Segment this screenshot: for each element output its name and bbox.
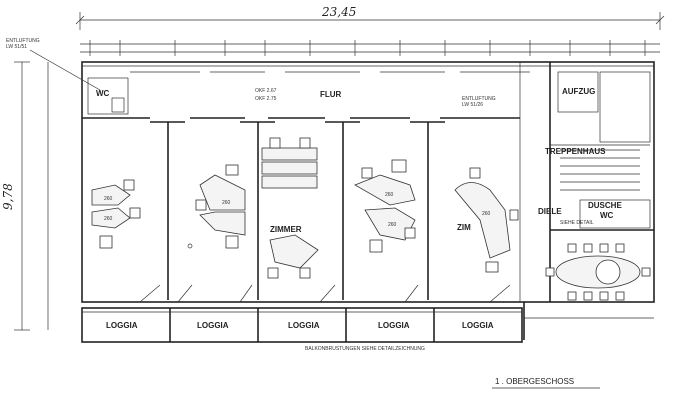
loggia-5-label: LOGGIA xyxy=(462,321,494,330)
diele-label: DIELE xyxy=(538,207,562,216)
overall-depth-dimension: 9,78 xyxy=(1,61,49,331)
room-1-furniture: 260 260 xyxy=(91,179,141,249)
balkon-note: BALKONBRUSTUNGEN SIEHE DETAILZEICHNUNG xyxy=(305,346,425,352)
loggia-row: LOGGIA LOGGIA LOGGIA LOGGIA LOGGIA BALKO… xyxy=(81,307,523,352)
dimension-chain xyxy=(80,40,660,56)
outer-walls xyxy=(81,61,655,303)
vent-left-label: ENTLUFTUNG xyxy=(6,38,40,44)
loggia-3-label: LOGGIA xyxy=(288,321,320,330)
service-core: AUFZUG TREPPENHAUS WC DUSCHE DIELE SIEHE… xyxy=(538,71,654,231)
treppenhaus-label: TREPPENHAUS xyxy=(545,147,606,156)
desk-label-4: 260 xyxy=(385,192,394,198)
room-3-furniture: ZIMMER xyxy=(261,137,319,279)
floor-title-label: 1 . OBERGESCHOSS xyxy=(495,377,574,386)
loggia-1-label: LOGGIA xyxy=(106,321,138,330)
wc-left-label: WC xyxy=(96,89,110,98)
room-4-furniture: 260 260 xyxy=(354,159,416,253)
floor-title: 1 . OBERGESCHOSS xyxy=(492,377,600,389)
okf-2: OKF 2.75 xyxy=(255,96,277,102)
loggia-4-label: LOGGIA xyxy=(378,321,410,330)
desk-label-1: 260 xyxy=(104,196,113,202)
overall-width-label: 23,45 xyxy=(321,5,356,19)
room-5-furniture: ZIM 260 xyxy=(454,167,519,273)
okf-1: OKF 2.67 xyxy=(255,88,277,94)
overall-width-dimension: 23,45 xyxy=(75,5,665,30)
aufzug-label: AUFZUG xyxy=(562,87,595,96)
dusche-label: DUSCHE xyxy=(588,201,622,210)
zim-partial-label: ZIM xyxy=(457,223,471,232)
vent-left-sub: LW 51/51 xyxy=(6,44,27,50)
door-swings xyxy=(139,284,511,303)
desk-label-2: 260 xyxy=(104,216,113,222)
wc-right-label: WC xyxy=(600,211,614,220)
zimmer-label: ZIMMER xyxy=(270,225,302,234)
wc-left: WC ENTLUFTUNG LW 51/51 xyxy=(6,38,129,115)
desk-label-3: 260 xyxy=(222,200,231,206)
desk-label-5: 260 xyxy=(388,222,397,228)
conference-room xyxy=(523,243,654,340)
desk-label-6: 260 xyxy=(482,211,491,217)
room-2-furniture: 260 xyxy=(187,164,246,249)
overall-depth-label: 9,78 xyxy=(1,183,15,210)
siehe-detail-label: SIEHE DETAIL xyxy=(560,220,594,226)
vent-right-label: ENTLUFTUNG xyxy=(462,96,496,102)
vent-right-sub: LW 51/26 xyxy=(462,102,483,108)
partitions xyxy=(150,121,445,300)
flur-label: FLUR xyxy=(320,90,342,99)
loggia-2-label: LOGGIA xyxy=(197,321,229,330)
